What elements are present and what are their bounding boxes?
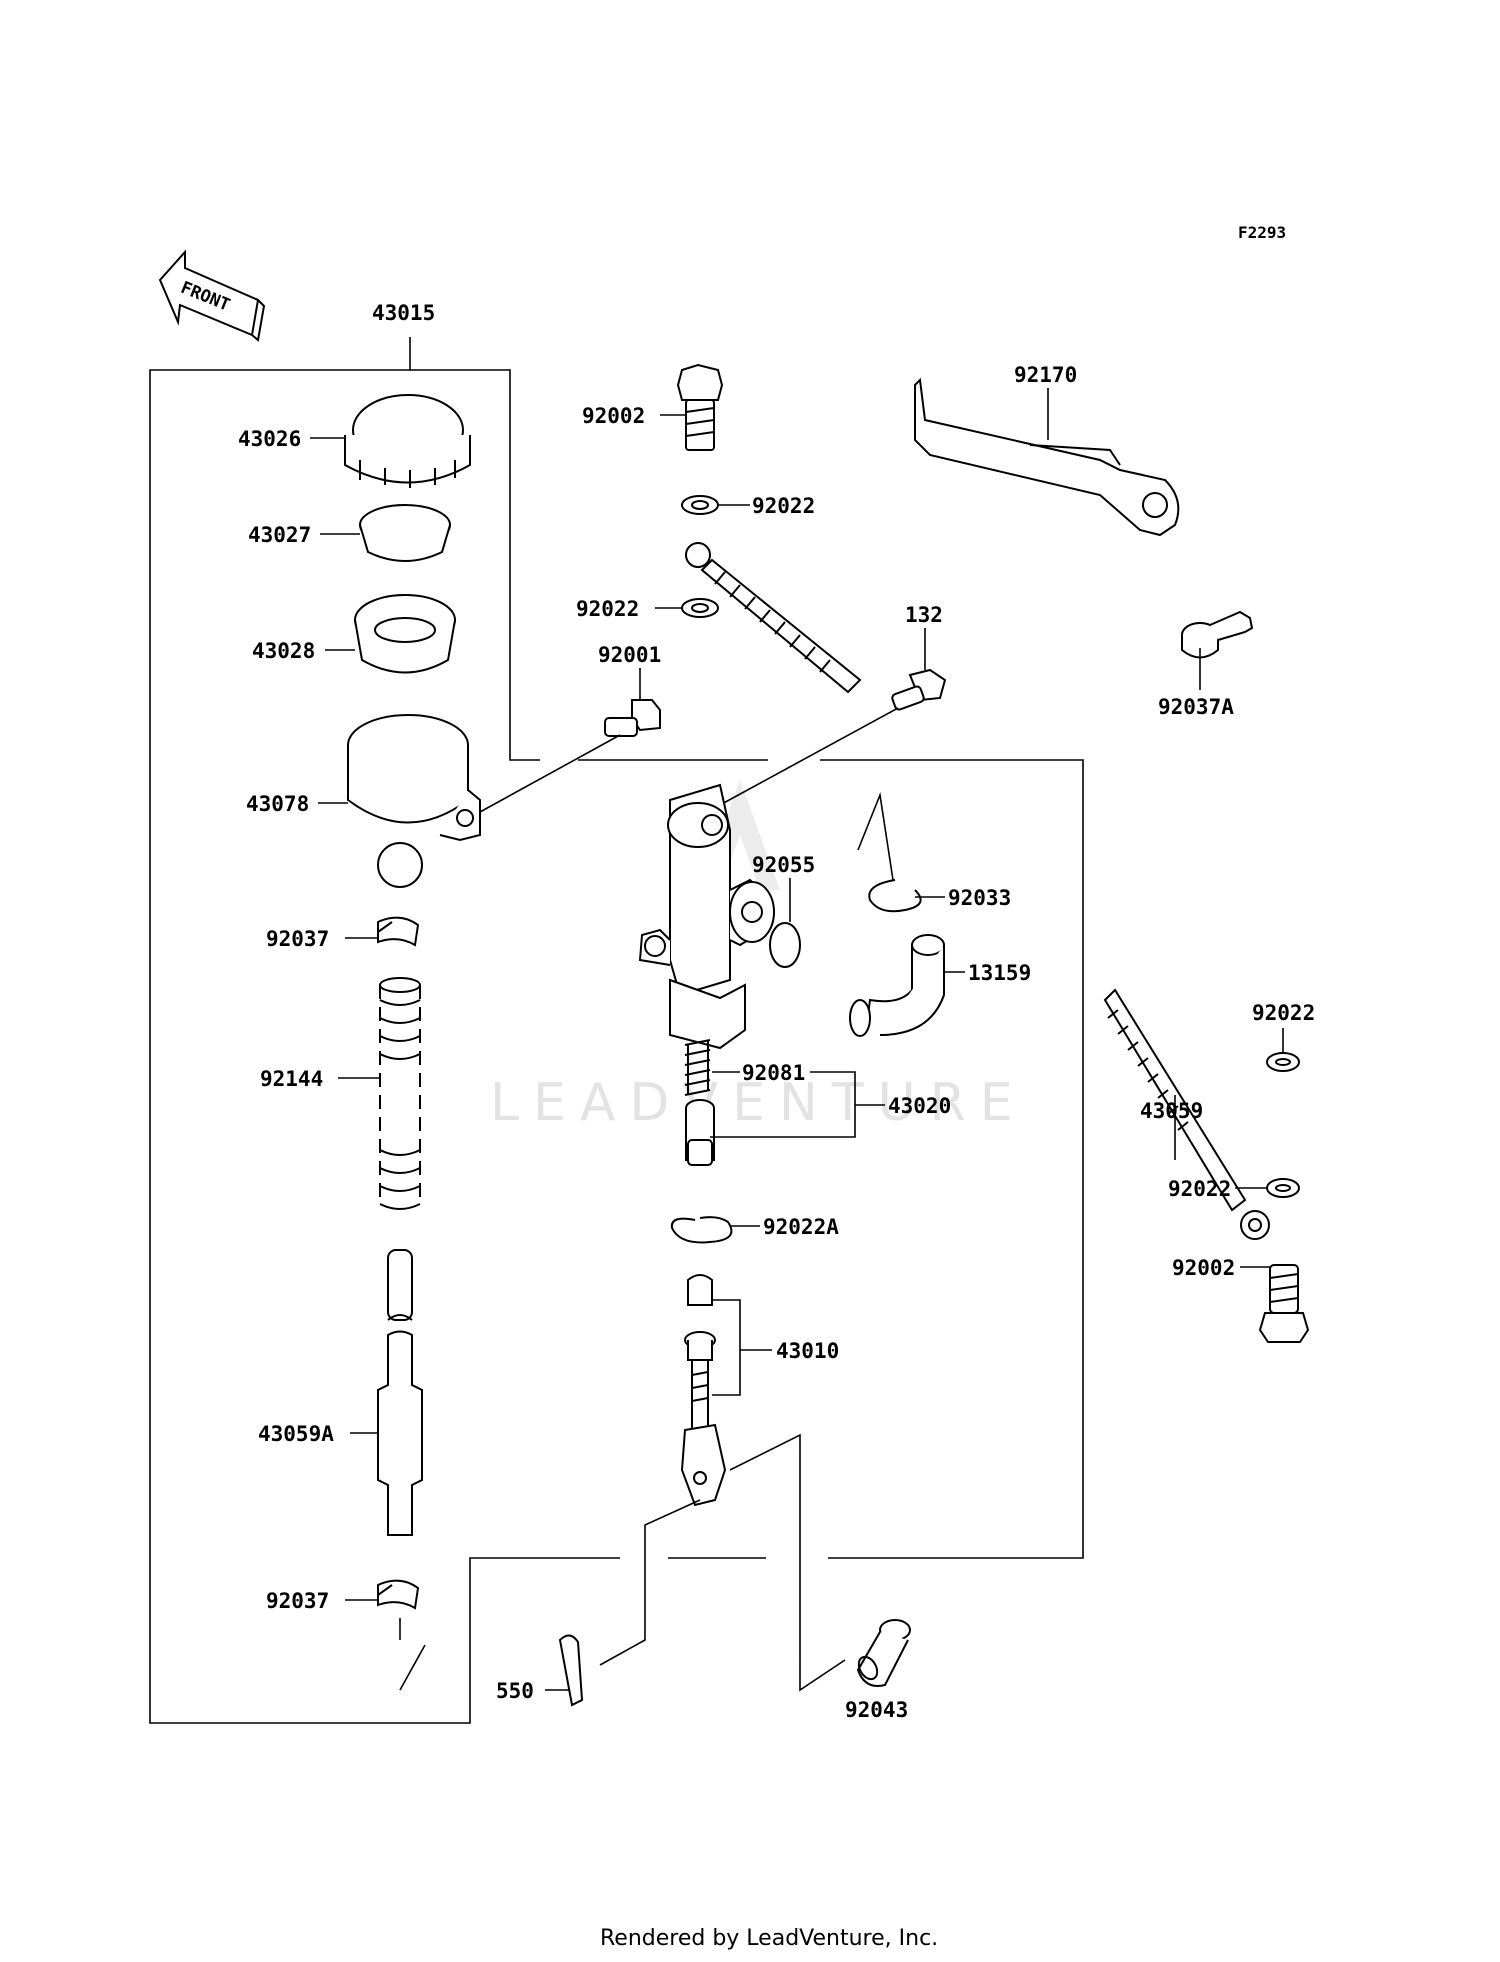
cotter-pin-550 xyxy=(558,1634,584,1707)
reservoir-hose-43059A xyxy=(377,1249,423,1536)
label-92022-right-top: 92022 xyxy=(1252,1001,1315,1025)
master-cylinder-body xyxy=(638,783,775,1050)
bolt-92001 xyxy=(604,699,661,737)
label-92022-top: 92022 xyxy=(752,494,815,518)
label-92170: 92170 xyxy=(1014,363,1077,387)
washer-92022-top xyxy=(681,495,719,515)
label-43027: 43027 xyxy=(248,523,311,547)
label-92033: 92033 xyxy=(948,886,1011,910)
label-43059: 43059 xyxy=(1140,1099,1203,1123)
label-43015: 43015 xyxy=(372,301,435,325)
leader-lines xyxy=(310,388,1284,1691)
label-550: 550 xyxy=(496,1679,534,1703)
label-92022A: 92022A xyxy=(763,1215,839,1239)
label-92022-right-bottom: 92022 xyxy=(1168,1177,1231,1201)
piston-43020 xyxy=(685,1099,715,1166)
washer-92022-right-top xyxy=(1266,1052,1300,1072)
spring-92081 xyxy=(684,1039,711,1096)
assembly-frames xyxy=(149,337,1084,1724)
footer-credit: Rendered by LeadVenture, Inc. xyxy=(600,1926,938,1951)
diagram-code: F2293 xyxy=(1238,223,1286,242)
reservoir-body xyxy=(347,714,481,888)
hose-clamp-upper xyxy=(377,916,420,947)
push-rod-43010 xyxy=(680,1274,727,1507)
snap-ring-92022A xyxy=(670,1216,733,1244)
diaphragm-plate xyxy=(359,504,451,562)
label-92002: 92002 xyxy=(582,404,645,428)
label-132: 132 xyxy=(905,603,943,627)
washer-92022-right-bottom xyxy=(1266,1178,1300,1198)
label-92002-right: 92002 xyxy=(1172,1256,1235,1280)
label-92037A: 92037A xyxy=(1158,695,1234,719)
label-92081: 92081 xyxy=(742,1061,805,1085)
label-43028: 43028 xyxy=(252,639,315,663)
bolt-132 xyxy=(891,668,947,711)
label-92043: 92043 xyxy=(845,1698,908,1722)
part-labels: 43015 43026 43027 43028 43078 92037 9214… xyxy=(238,301,1315,1722)
banjo-bolt-right xyxy=(1258,1264,1310,1343)
reservoir-hose-92144 xyxy=(379,977,421,1210)
label-43078: 43078 xyxy=(246,792,309,816)
hose-clamp-lower xyxy=(377,1579,420,1610)
brake-hose-upper xyxy=(685,542,862,694)
hose-clamp-92037A xyxy=(1181,610,1254,659)
label-13159: 13159 xyxy=(968,961,1031,985)
label-92022-mid: 92022 xyxy=(576,597,639,621)
watermark-text: LEADVENTURE xyxy=(490,1073,1027,1133)
washer-92022-mid xyxy=(681,598,719,618)
label-92055: 92055 xyxy=(752,853,815,877)
label-92037-lower: 92037 xyxy=(266,1589,329,1613)
circlip-92033 xyxy=(868,879,922,913)
diaphragm xyxy=(354,594,456,674)
label-43026: 43026 xyxy=(238,427,301,451)
elbow-fitting-13159 xyxy=(849,934,945,1037)
hose-bracket-92170 xyxy=(914,377,1180,537)
label-92037: 92037 xyxy=(266,927,329,951)
label-92001: 92001 xyxy=(598,643,661,667)
label-43020: 43020 xyxy=(888,1094,951,1118)
label-43059A: 43059A xyxy=(258,1422,334,1446)
label-92144: 92144 xyxy=(260,1067,323,1091)
front-arrow-icon: FRONT xyxy=(158,249,266,342)
label-43010: 43010 xyxy=(776,1339,839,1363)
reservoir-cap xyxy=(344,394,471,488)
clevis-pin-92043 xyxy=(856,1619,911,1687)
o-ring-92055 xyxy=(769,922,801,968)
banjo-bolt-top xyxy=(676,363,724,451)
